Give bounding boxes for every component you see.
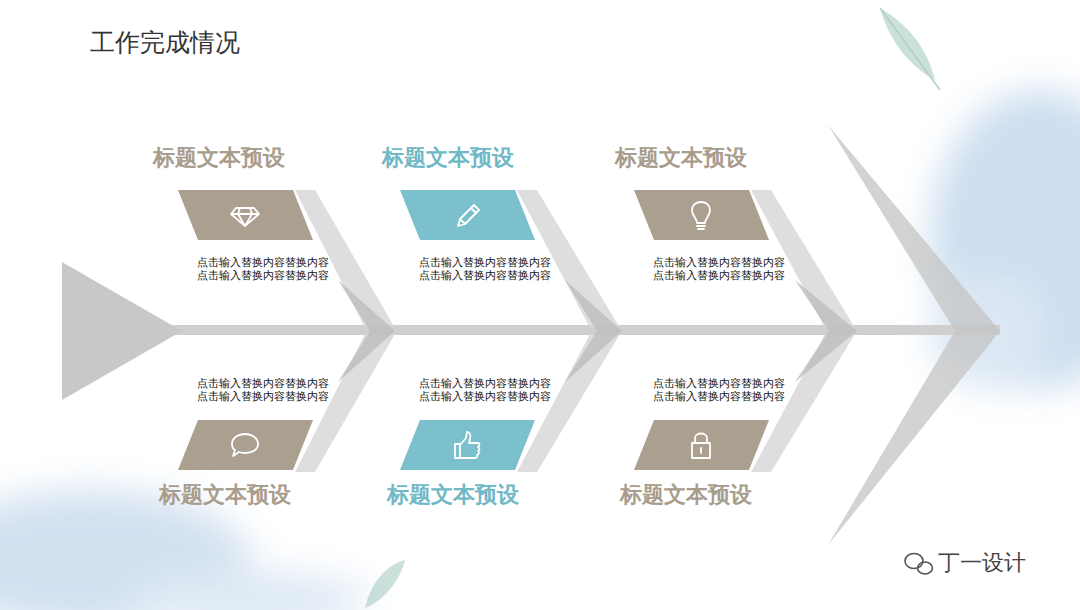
fish-tail — [62, 262, 182, 400]
parallelogram-shape — [400, 190, 535, 240]
parallelogram-tag — [634, 420, 769, 470]
parallelogram-tag — [400, 420, 535, 470]
item-heading: 标题文本预设 — [150, 480, 291, 510]
parallelogram-shape — [178, 420, 313, 470]
spine — [150, 325, 1000, 335]
chevrons — [338, 125, 1000, 545]
parallelogram-tag — [178, 420, 313, 470]
fishbone-item: 点击输入替换内容替换内容 点击输入替换内容替换内容标题文本预设 — [372, 377, 572, 510]
item-heading: 标题文本预设 — [606, 480, 752, 510]
parallelogram-shape — [400, 420, 535, 470]
parallelogram-shape — [634, 420, 769, 470]
item-heading: 标题文本预设 — [150, 143, 285, 173]
watermark: 丁一设计 — [938, 548, 1026, 578]
fishbone-item: 点击输入替换内容替换内容 点击输入替换内容替换内容标题文本预设 — [606, 377, 806, 510]
parallelogram-shape — [178, 190, 313, 240]
feather — [365, 8, 940, 608]
slide-title: 工作完成情况 — [90, 26, 240, 59]
item-body: 点击输入替换内容替换内容 点击输入替换内容替换内容 — [197, 377, 337, 403]
fishbone-item: 标题文本预设点击输入替换内容替换内容 点击输入替换内容替换内容 — [606, 143, 806, 282]
parallelogram-tag — [634, 190, 769, 240]
item-body: 点击输入替换内容替换内容 点击输入替换内容替换内容 — [653, 377, 793, 403]
item-body: 点击输入替换内容替换内容 点击输入替换内容替换内容 — [419, 377, 559, 403]
item-body: 点击输入替换内容替换内容 点击输入替换内容替换内容 — [197, 256, 337, 282]
item-heading: 标题文本预设 — [372, 143, 514, 173]
parallelogram-tag — [400, 190, 535, 240]
fishbone-item: 标题文本预设点击输入替换内容替换内容 点击输入替换内容替换内容 — [372, 143, 572, 282]
item-body: 点击输入替换内容替换内容 点击输入替换内容替换内容 — [653, 256, 793, 282]
parallelogram-shape — [634, 190, 769, 240]
item-heading: 标题文本预设 — [606, 143, 747, 173]
fishbone-item: 点击输入替换内容替换内容 点击输入替换内容替换内容标题文本预设 — [150, 377, 350, 510]
item-body: 点击输入替换内容替换内容 点击输入替换内容替换内容 — [419, 256, 559, 282]
ribs — [295, 190, 855, 472]
parallelogram-tag — [178, 190, 313, 240]
wechat-icon — [905, 554, 933, 575]
fishbone-item: 标题文本预设点击输入替换内容替换内容 点击输入替换内容替换内容 — [150, 143, 350, 282]
item-heading: 标题文本预设 — [372, 480, 519, 510]
watercolor — [0, 90, 1080, 610]
